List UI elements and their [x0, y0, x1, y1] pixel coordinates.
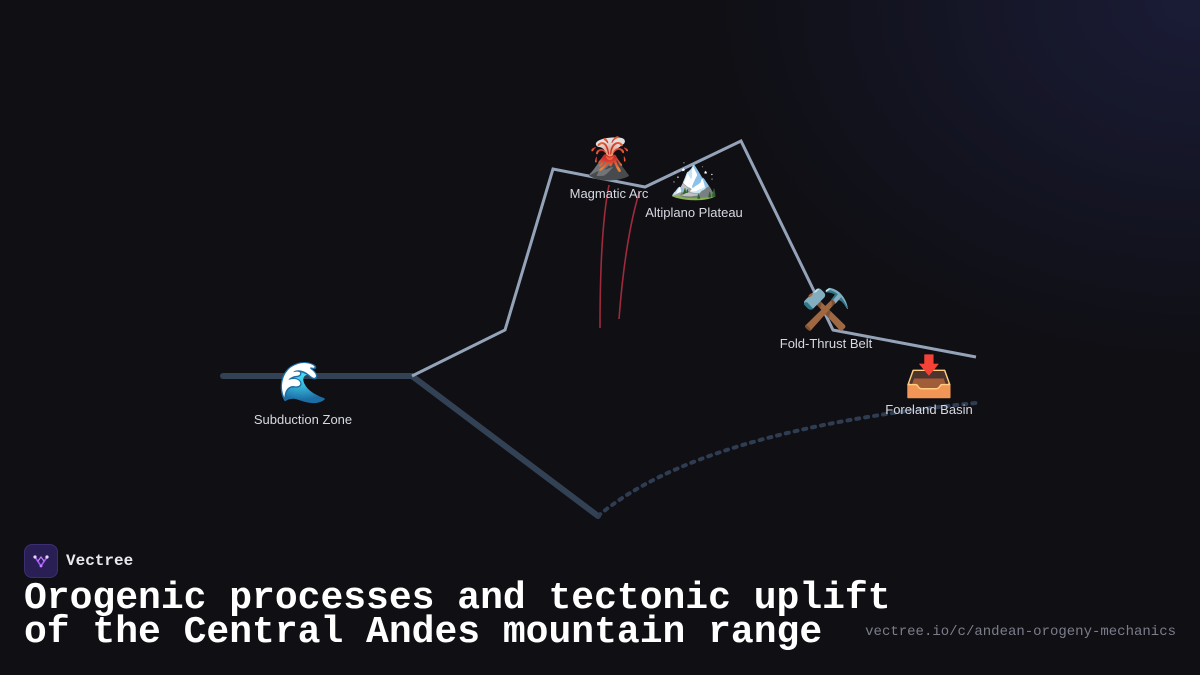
magma-conduit-line — [599, 184, 610, 329]
node-label: Fold-Thrust Belt — [780, 336, 873, 351]
node-subduction-zone[interactable]: 🌊 Subduction Zone — [254, 359, 352, 427]
node-label: Subduction Zone — [254, 412, 352, 427]
vectree-logo-icon — [24, 544, 58, 578]
inbox-tray-icon: 📥 — [904, 353, 954, 400]
node-label: Magmatic Arc — [570, 186, 649, 201]
snow-mountain-icon: 🏔️ — [669, 156, 719, 202]
node-fold-thrust-belt[interactable]: ⚒️ Fold-Thrust Belt — [780, 286, 873, 351]
node-foreland-basin[interactable]: 📥 Foreland Basin — [885, 353, 972, 417]
subducting-slab-line — [409, 373, 601, 519]
crust-profile-line — [411, 139, 977, 378]
page-title: Orogenic processes and tectonic uplift o… — [24, 577, 891, 654]
node-altiplano-plateau[interactable]: 🏔️ Altiplano Plateau — [645, 156, 743, 220]
hammer-pick-icon: ⚒️ — [801, 286, 851, 333]
volcano-icon: 🌋 — [584, 135, 634, 182]
magma-conduit-line — [618, 192, 640, 320]
brand[interactable]: Vectree — [24, 544, 133, 578]
wave-icon: 🌊 — [278, 359, 328, 406]
node-label: Foreland Basin — [885, 402, 972, 417]
title-line-1: Orogenic processes and tectonic uplift — [24, 577, 891, 620]
source-url[interactable]: vectree.io/c/andean-orogeny-mechanics — [865, 624, 1176, 640]
brand-name: Vectree — [66, 552, 134, 570]
node-label: Altiplano Plateau — [645, 205, 743, 220]
lithosphere-base-line — [596, 401, 978, 518]
title-line-2: of the Central Andes mountain range — [24, 611, 823, 654]
node-magmatic-arc[interactable]: 🌋 Magmatic Arc — [570, 135, 649, 201]
